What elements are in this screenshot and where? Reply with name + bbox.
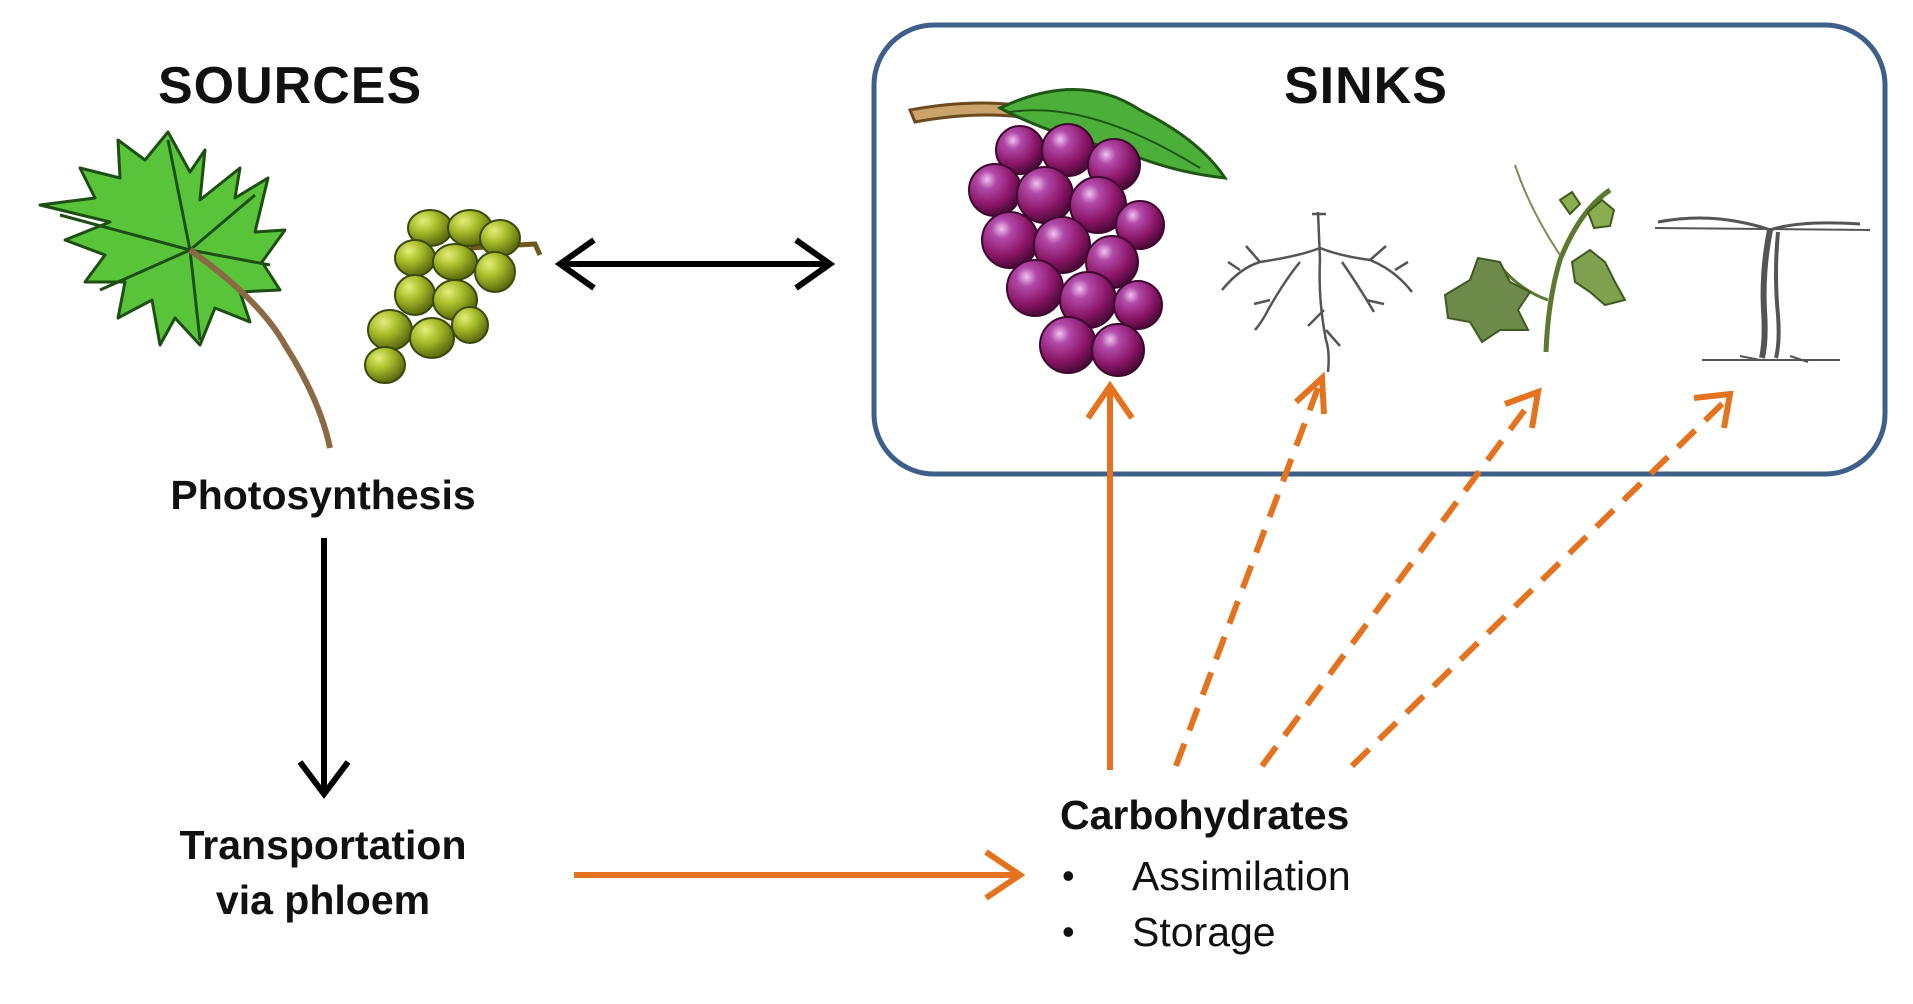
vine-leaf-icon xyxy=(38,130,333,449)
carbohydrates-title: Carbohydrates xyxy=(1060,792,1350,838)
carbohydrates-to-fruit-arrow xyxy=(1085,380,1135,770)
transportation-line-2: via phloem xyxy=(215,877,431,923)
bullet-icon: • xyxy=(1062,911,1075,952)
root-system-icon xyxy=(1221,211,1413,373)
list-item: • Assimilation xyxy=(1062,848,1351,904)
sources-heading: SOURCES xyxy=(158,57,423,115)
source-sink-bidirectional-arrow xyxy=(554,237,836,291)
transportation-label: Transportation via phloem xyxy=(148,818,498,928)
carbohydrates-to-roots-arrow xyxy=(1173,371,1327,768)
green-grape-bunch-icon xyxy=(364,209,543,384)
sinks-heading: SINKS xyxy=(1284,57,1448,115)
photosynthesis-to-transport-arrow xyxy=(297,538,351,799)
list-item: • Storage xyxy=(1062,904,1351,960)
carbohydrates-list: • Assimilation • Storage xyxy=(1062,848,1351,960)
purple-grape-bunch-icon xyxy=(907,88,1229,377)
sinks-box xyxy=(871,22,1888,477)
photosynthesis-label: Photosynthesis xyxy=(170,472,476,518)
transportation-line-1: Transportation xyxy=(179,822,467,868)
trained-vine-trunk-icon xyxy=(1654,216,1871,363)
young-shoot-icon xyxy=(1443,164,1627,353)
list-item-label: Assimilation xyxy=(1132,853,1351,899)
carbohydrates-to-trunk-arrow xyxy=(1349,390,1734,769)
transport-to-carbohydrates-arrow xyxy=(574,849,1026,901)
list-item-label: Storage xyxy=(1132,909,1276,955)
bullet-icon: • xyxy=(1062,855,1075,896)
carbohydrates-to-shoots-arrow xyxy=(1259,387,1542,768)
